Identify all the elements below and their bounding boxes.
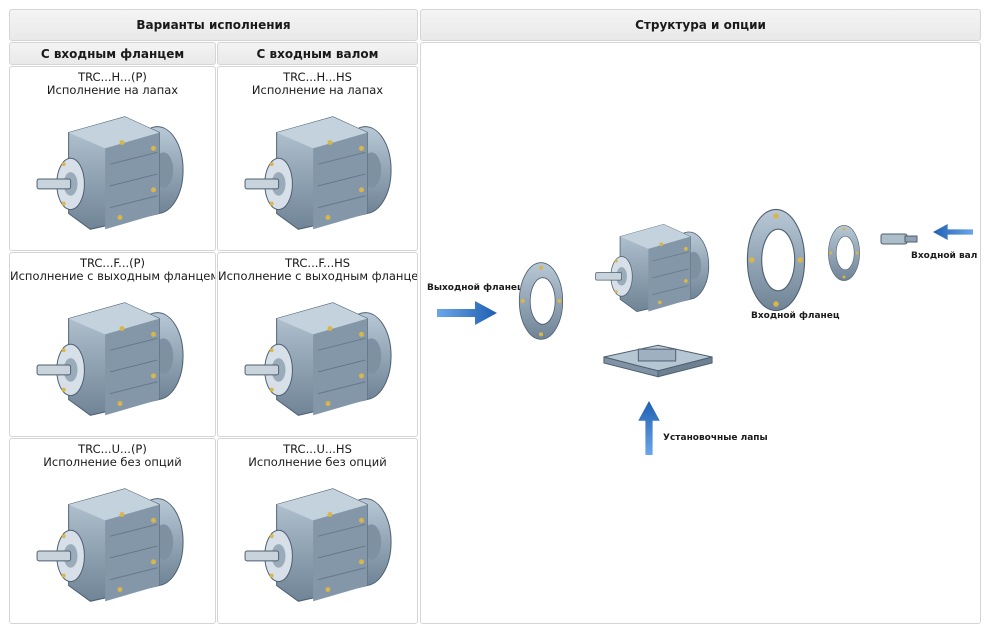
variant-code: TRC...U...HS xyxy=(283,442,352,456)
variants-header-label: Варианты исполнения xyxy=(136,18,291,32)
arrow-icon xyxy=(933,224,973,240)
variant-cell-u-flange[interactable]: TRC...U...(P) Исполнение без опций xyxy=(9,438,216,624)
variants-header: Варианты исполнения xyxy=(9,9,418,41)
variant-code: TRC...F...(P) xyxy=(79,256,146,270)
column-header-shaft-label: С входным валом xyxy=(256,46,379,61)
variant-description: Исполнение с выходным фланцем xyxy=(10,269,216,283)
variant-description: Исполнение без опций xyxy=(248,455,387,469)
gearbox-icon xyxy=(238,289,408,437)
gearbox-icon xyxy=(30,475,200,623)
label-input-flange: Входной фланец xyxy=(751,311,840,321)
shaft-icon xyxy=(880,233,918,245)
mounting-feet-icon xyxy=(599,339,717,379)
label-mounting-feet: Установочные лапы xyxy=(663,433,768,443)
flange-icon xyxy=(516,255,566,347)
arrow-icon xyxy=(437,301,497,325)
structure-panel: Выходной фланец Установочные лапы Входно… xyxy=(420,42,981,624)
flange-icon xyxy=(743,205,809,315)
arrow-icon xyxy=(638,401,660,455)
structure-header-label: Структура и опции xyxy=(635,18,766,32)
variant-cell-u-shaft[interactable]: TRC...U...HS Исполнение без опций xyxy=(217,438,418,624)
flange-icon xyxy=(825,223,863,283)
variant-cell-f-flange[interactable]: TRC...F...(P) Исполнение с выходным флан… xyxy=(9,252,216,437)
gearbox-icon xyxy=(30,289,200,437)
label-output-flange: Выходной фланец xyxy=(427,283,524,293)
variant-description: Исполнение без опций xyxy=(43,455,182,469)
variant-code: TRC...F...HS xyxy=(284,256,351,270)
variant-cell-h-flange[interactable]: TRC...H...(P) Исполнение на лапах xyxy=(9,66,216,251)
variant-cell-h-shaft[interactable]: TRC...H...HS Исполнение на лапах xyxy=(217,66,418,251)
label-input-shaft: Входной вал xyxy=(911,251,978,261)
gearbox-icon xyxy=(238,103,408,251)
variant-cell-f-shaft[interactable]: TRC...F...HS Исполнение с выходным фланц… xyxy=(217,252,418,437)
gearbox-icon xyxy=(238,475,408,623)
variant-description: Исполнение на лапах xyxy=(46,83,179,97)
gearbox-icon xyxy=(30,103,200,251)
column-header-flange: С входным фланцем xyxy=(9,42,216,65)
variant-description: Исполнение с выходным фланцем xyxy=(218,269,418,283)
variant-code: TRC...U...(P) xyxy=(78,442,147,456)
variant-description: Исполнение на лапах xyxy=(251,83,384,97)
structure-header: Структура и опции xyxy=(420,9,981,41)
column-header-flange-label: С входным фланцем xyxy=(40,46,185,61)
gearbox-icon xyxy=(591,213,721,329)
variant-code: TRC...H...HS xyxy=(283,70,352,84)
variant-code: TRC...H...(P) xyxy=(78,70,147,84)
column-header-shaft: С входным валом xyxy=(217,42,418,65)
